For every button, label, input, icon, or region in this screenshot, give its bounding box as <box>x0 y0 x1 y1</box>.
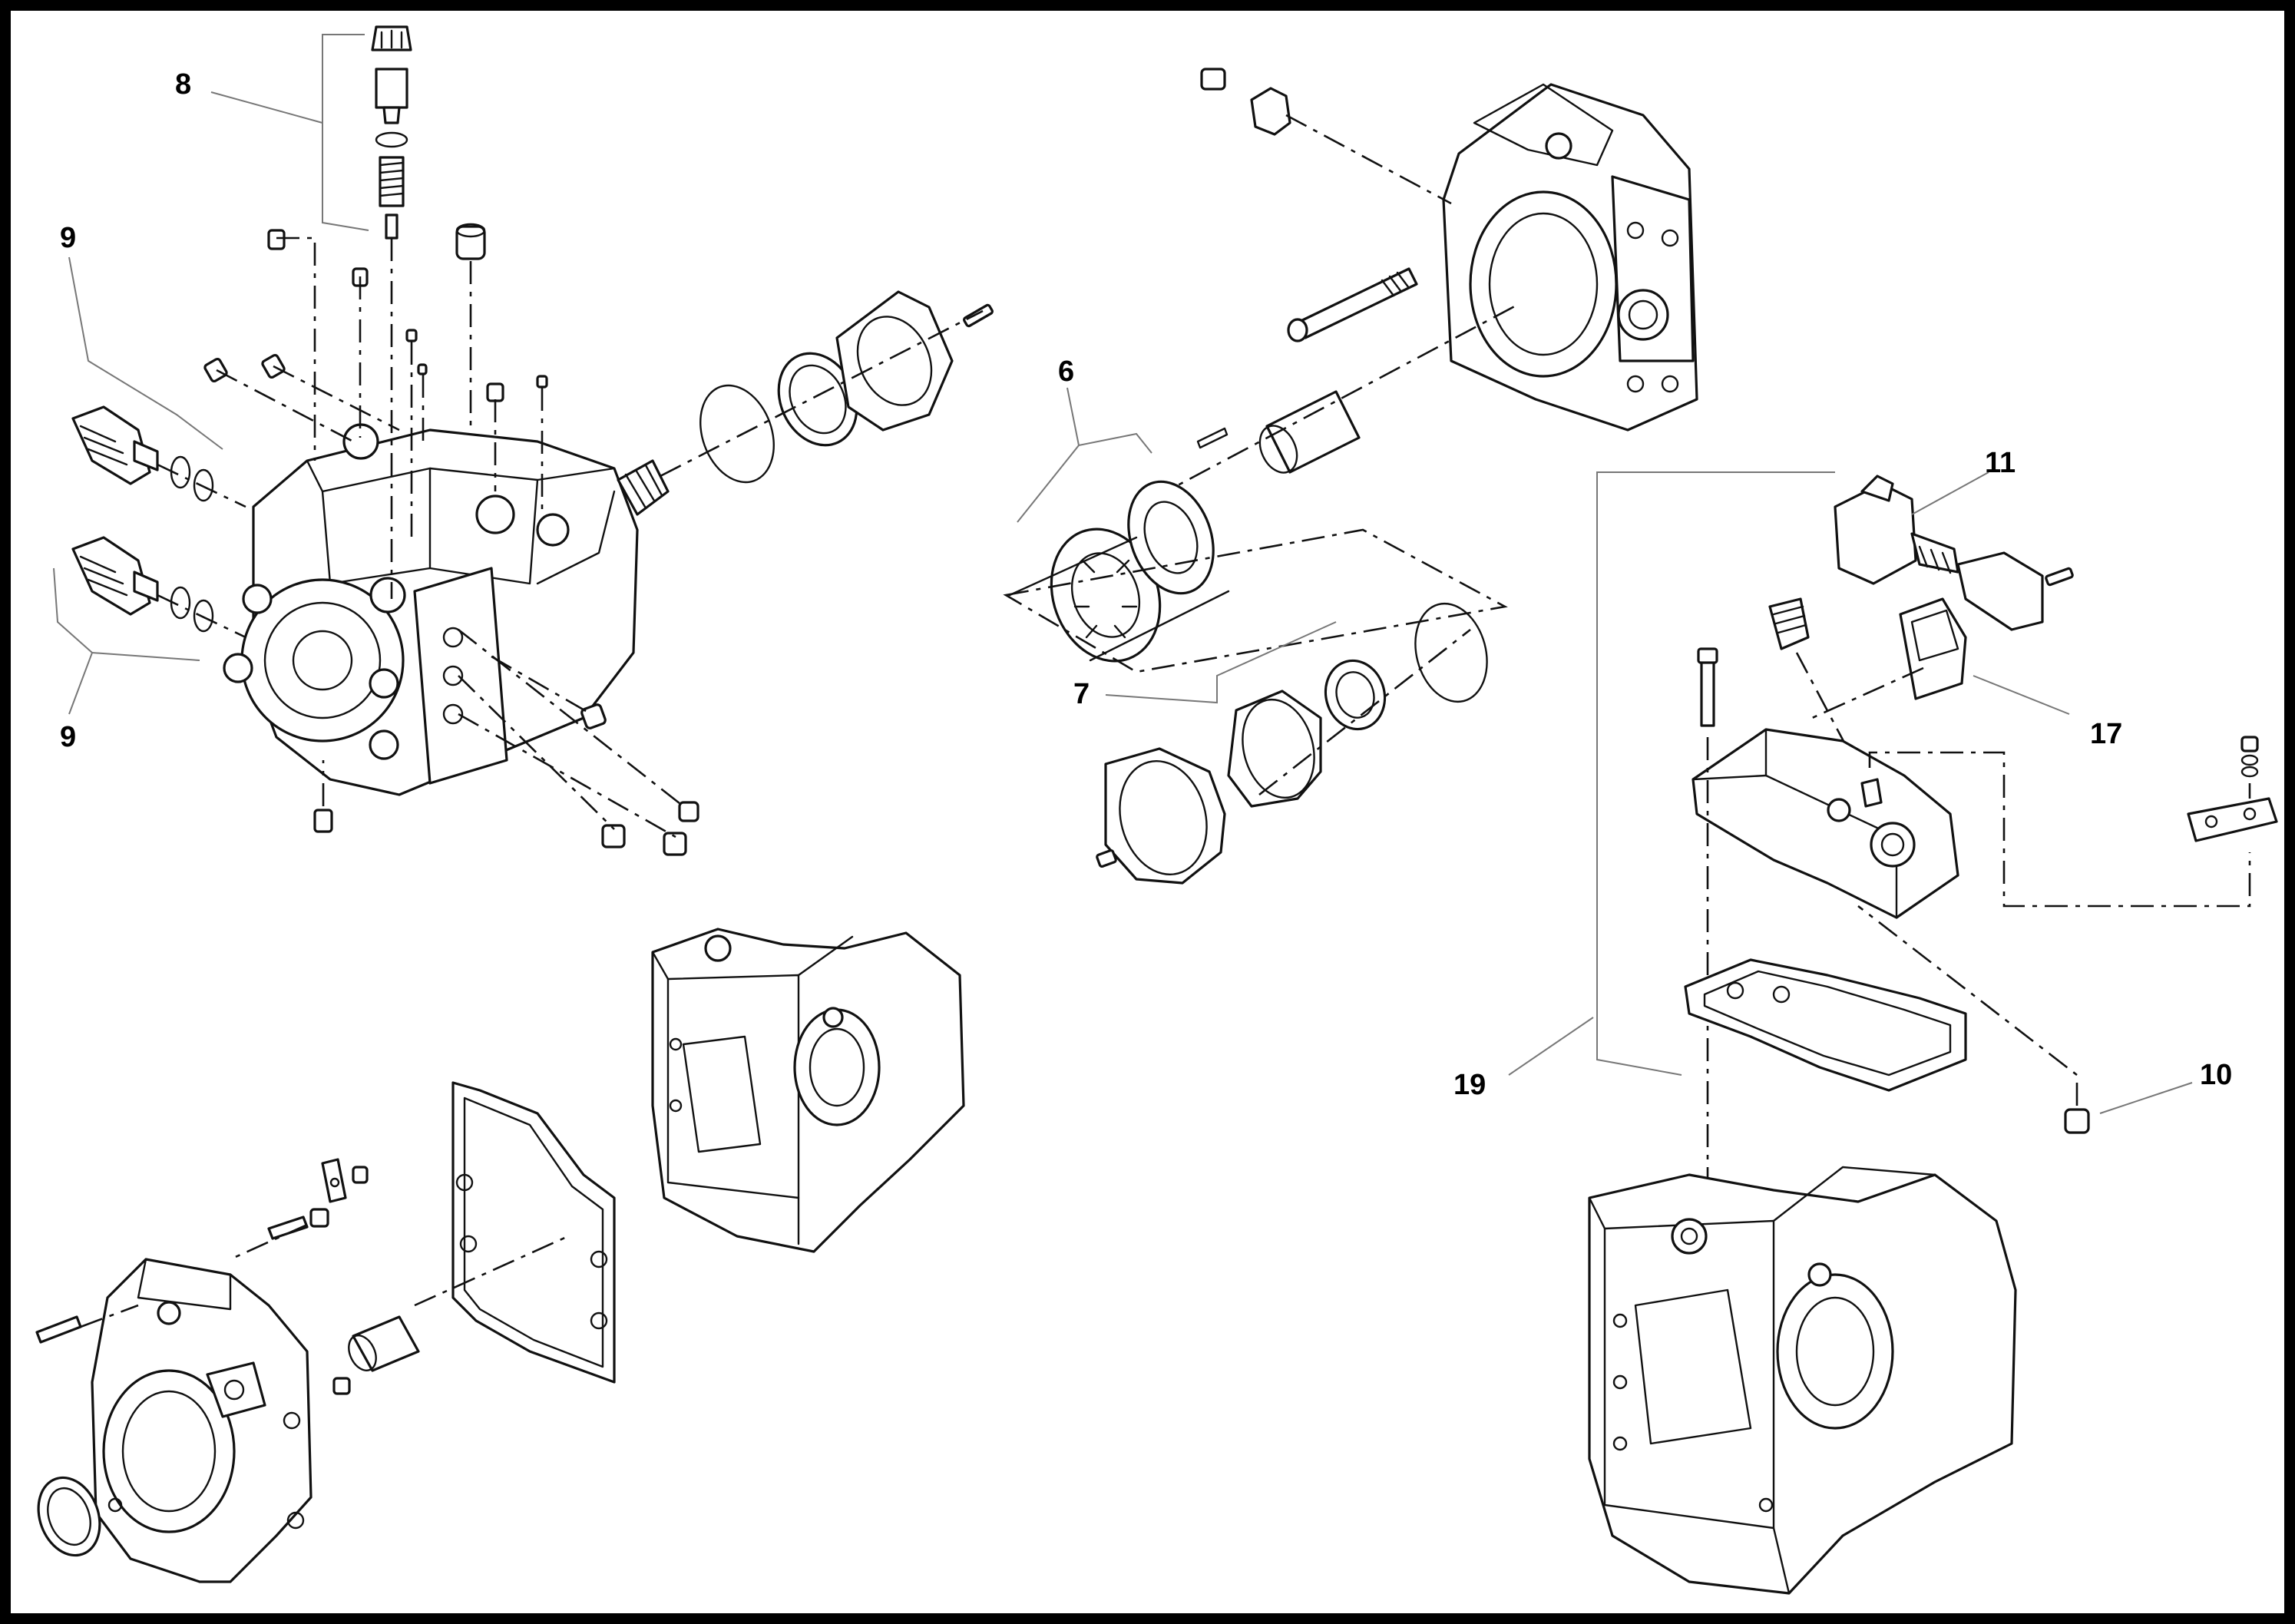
leader-lines <box>53 34 2193 1114</box>
callout-10: 10 <box>2200 1059 2232 1091</box>
cartridge-valve-upper <box>71 405 246 508</box>
callout-6: 6 <box>1058 356 1074 388</box>
end-cover-plug-and-bolt <box>1200 68 1452 342</box>
small-housing-seal <box>37 1476 101 1557</box>
large-pump-housing <box>1588 1166 2017 1595</box>
gasket-large <box>414 1081 616 1384</box>
bushing-and-key <box>1151 302 1521 501</box>
callout-labels: 8 9 9 6 7 11 17 19 10 <box>60 68 2232 1101</box>
main-housing-fasteners <box>203 223 699 856</box>
cartridge-valve-lower <box>71 536 246 639</box>
gasket-19 <box>1684 958 1967 1092</box>
solenoid-valve <box>1834 475 1959 585</box>
bushing-lower <box>348 1315 420 1372</box>
callout-7: 7 <box>1073 678 1090 710</box>
callout-9-upper: 9 <box>60 222 76 254</box>
callout-17: 17 <box>2090 718 2122 750</box>
small-housing-fasteners <box>35 1158 369 1395</box>
thrust-washer-set <box>1096 602 1488 885</box>
bearing-and-thrust-plate <box>1008 480 1230 663</box>
control-block <box>1691 728 1959 919</box>
relief-valve-stack <box>371 25 412 599</box>
callout-9-lower: 9 <box>60 721 76 753</box>
bracket-plate <box>2187 736 2278 842</box>
end-cover-housing <box>1442 83 1698 432</box>
control-linkage-line <box>1868 751 2251 908</box>
shaft-seal-cover-set <box>660 290 994 484</box>
check-valve-fitting <box>1768 597 1867 784</box>
callout-11: 11 <box>1985 447 2016 479</box>
plug-10 <box>1857 905 2090 1134</box>
center-pump-housing <box>651 928 965 1253</box>
solenoid-axis-line <box>1811 666 1924 719</box>
bracket-19 <box>1596 471 1835 1076</box>
adapter-plate <box>1956 551 2074 631</box>
gasket-17 <box>1899 597 1967 700</box>
small-housing <box>91 1258 313 1583</box>
long-bolt-19 <box>1697 647 1718 1190</box>
bracket-6-7 <box>1003 528 1508 673</box>
main-pump-housing-assembly <box>223 423 670 796</box>
callout-19: 19 <box>1453 1069 1486 1101</box>
callout-8: 8 <box>175 68 191 101</box>
